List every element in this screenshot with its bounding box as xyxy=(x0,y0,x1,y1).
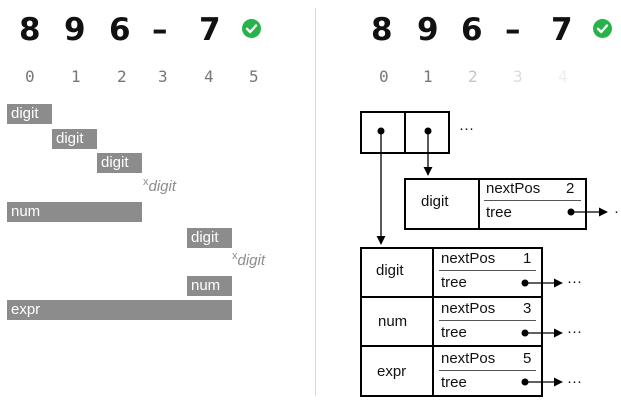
parse-bar-digit: digit xyxy=(7,104,52,124)
field-nextpos: nextPos xyxy=(486,180,541,197)
memo-table-separator xyxy=(432,247,434,397)
position-index: 3 xyxy=(158,67,168,86)
rule-name: expr xyxy=(377,363,407,380)
field-nextpos: nextPos xyxy=(441,300,496,317)
field-tree: tree xyxy=(486,204,512,221)
expr-token: 9 xyxy=(64,12,86,48)
more-positions-ellipsis: ··· xyxy=(459,120,474,137)
expr-token: 7 xyxy=(199,12,221,48)
row-divider xyxy=(360,296,543,298)
field-nextpos: nextPos xyxy=(441,350,496,367)
expr-token: 9 xyxy=(417,12,439,48)
position-index: 4 xyxy=(558,67,568,86)
position-index: 0 xyxy=(379,67,389,86)
field-underline xyxy=(439,320,536,321)
position-index: 1 xyxy=(71,67,81,86)
row-divider xyxy=(360,345,543,347)
expr-token: 8 xyxy=(371,12,393,48)
fail-label: digit xyxy=(237,252,266,269)
parse-bar-digit: digit xyxy=(187,228,232,248)
rule-name: digit xyxy=(421,193,449,210)
tree-ellipsis: ··· xyxy=(567,373,582,390)
field-nextpos: nextPos xyxy=(441,250,496,267)
rule-name: digit xyxy=(376,262,404,279)
rule-name: num xyxy=(378,313,408,330)
expr-token: – xyxy=(505,12,521,48)
position-index: 0 xyxy=(25,67,35,86)
expr-token: 7 xyxy=(551,12,573,48)
expr-token: – xyxy=(152,12,168,48)
memo-table-pos0 xyxy=(360,247,543,397)
position-index: 4 xyxy=(204,67,214,86)
memo-entry-pos1 xyxy=(404,178,587,230)
field-underline xyxy=(439,370,536,371)
panel-divider xyxy=(315,8,316,396)
nextpos-value: 3 xyxy=(523,300,532,317)
field-underline xyxy=(484,200,581,201)
nextpos-value: 1 xyxy=(523,250,532,267)
position-index: 1 xyxy=(423,67,433,86)
tree-ellipsis: ··· xyxy=(567,273,582,290)
position-index: 2 xyxy=(468,67,478,86)
parse-bar-expr: expr xyxy=(7,300,232,320)
nextpos-value: 2 xyxy=(566,180,575,197)
left-panel: 8 9 6 – 7 0 1 2 3 4 5 digit digit digit … xyxy=(7,12,266,320)
fail-mark: x xyxy=(232,250,238,262)
field-tree: tree xyxy=(441,324,467,341)
expr-token: 6 xyxy=(461,12,483,48)
tree-ellipsis: · xyxy=(614,203,619,220)
fail-mark: x xyxy=(143,176,149,188)
parse-bar-num: num xyxy=(187,276,232,296)
expr-token: 6 xyxy=(109,12,131,48)
failed-digit-label: xdigit xyxy=(232,250,266,269)
check-icon xyxy=(242,19,261,38)
fail-label: digit xyxy=(148,178,177,195)
position-index: 2 xyxy=(117,67,127,86)
field-underline xyxy=(439,270,536,271)
expr-token: 8 xyxy=(19,12,41,48)
nextpos-value: 5 xyxy=(523,350,532,367)
field-tree: tree xyxy=(441,274,467,291)
parse-bar-digit: digit xyxy=(97,153,142,173)
position-index: 5 xyxy=(249,67,259,86)
parse-bar-num: num xyxy=(7,202,142,222)
memo-entry-separator xyxy=(478,178,480,230)
field-tree: tree xyxy=(441,374,467,391)
check-icon xyxy=(593,19,612,38)
position-index: 3 xyxy=(513,67,523,86)
parse-bar-digit: digit xyxy=(52,129,97,149)
tree-ellipsis: ··· xyxy=(567,323,582,340)
failed-digit-label: xdigit xyxy=(143,176,177,195)
